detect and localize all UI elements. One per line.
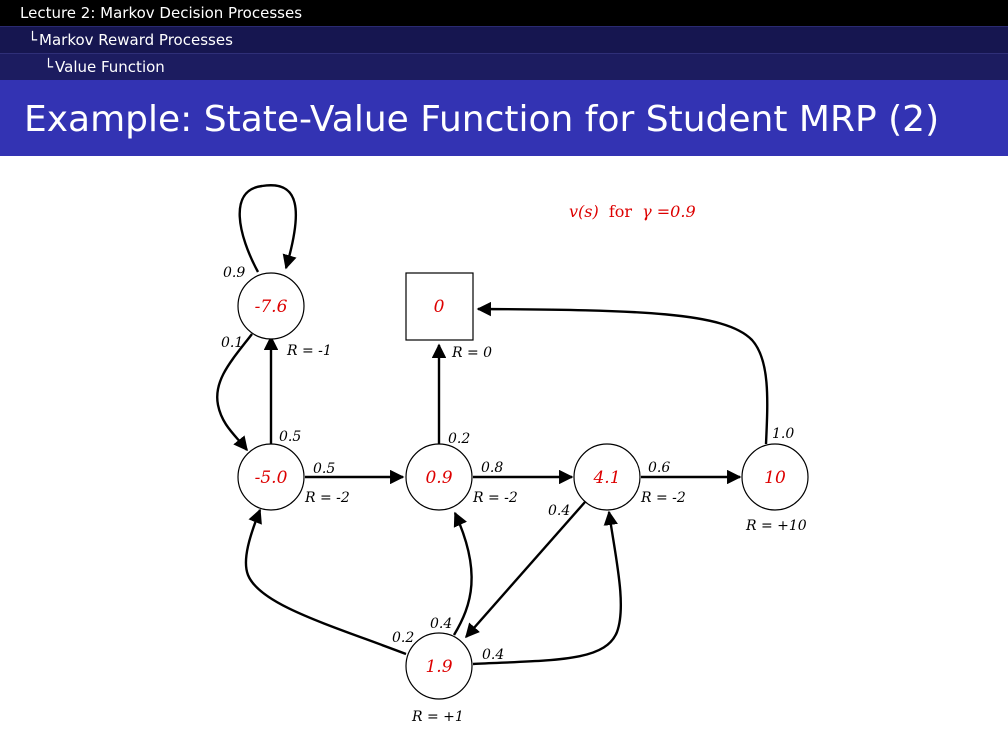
slide-title-bar: Example: State-Value Function for Studen… xyxy=(0,80,1008,156)
prob-middle-to-right: 0.8 xyxy=(481,460,503,476)
prob-top-self-loop: 0.9 xyxy=(223,265,245,281)
slide-title: Example: State-Value Function for Studen… xyxy=(24,99,940,140)
node-middle: 0.9 xyxy=(405,443,473,511)
reward-left: R = -2 xyxy=(304,490,350,506)
header-lecture-label: Lecture 2: Markov Decision Processes xyxy=(20,4,303,22)
reward-bottom: R = +1 xyxy=(411,709,464,725)
node-right-value: 4.1 xyxy=(592,468,620,488)
node-middle-value: 0.9 xyxy=(425,468,452,488)
edge-far-right-to-terminal xyxy=(476,301,769,445)
node-left: -5.0 xyxy=(237,443,305,511)
prob-bottom-to-middle: 0.4 xyxy=(430,616,452,632)
header-lecture: Lecture 2: Markov Decision Processes xyxy=(0,0,1008,26)
prob-right-to-far-right: 0.6 xyxy=(648,460,670,476)
node-bottom-value: 1.9 xyxy=(425,657,452,677)
legend-gamma: γ =0.9 xyxy=(642,202,696,221)
prob-middle-to-terminal: 0.2 xyxy=(448,431,470,447)
node-top: -7.6 xyxy=(237,272,305,340)
tree-branch-icon: └ xyxy=(28,31,38,49)
node-bottom: 1.9 xyxy=(405,632,473,700)
diagram-legend: v(s) for γ =0.9 xyxy=(569,202,696,221)
prob-far-right-to-terminal: 1.0 xyxy=(772,426,794,442)
edge-bottom-to-middle xyxy=(452,511,473,636)
reward-far-right: R = +10 xyxy=(745,518,807,534)
edge-bottom-to-right xyxy=(472,510,623,666)
reward-top: R = -1 xyxy=(286,343,332,359)
node-left-value: -5.0 xyxy=(255,468,288,488)
header-section: └Markov Reward Processes xyxy=(0,26,1008,53)
node-terminal-value: 0 xyxy=(434,297,445,317)
legend-v: v(s) xyxy=(569,202,599,221)
node-top-value: -7.6 xyxy=(255,297,288,317)
header-section-label: Markov Reward Processes xyxy=(39,31,233,49)
edge-bottom-to-left xyxy=(244,508,407,656)
prob-top-to-left: 0.1 xyxy=(221,335,243,351)
node-far-right-value: 10 xyxy=(764,468,786,488)
header-subsection: └Value Function xyxy=(0,53,1008,80)
node-terminal: 0 xyxy=(405,272,474,341)
prob-left-to-top: 0.5 xyxy=(279,429,301,445)
header-subsection-label: Value Function xyxy=(55,58,165,76)
tree-branch-icon: └ xyxy=(44,58,54,76)
node-far-right: 10 xyxy=(741,443,809,511)
reward-middle: R = -2 xyxy=(472,490,518,506)
prob-bottom-to-right: 0.4 xyxy=(482,647,504,663)
reward-terminal: R = 0 xyxy=(451,345,492,361)
prob-left-to-middle: 0.5 xyxy=(313,461,335,477)
prob-right-to-bottom: 0.4 xyxy=(548,503,570,519)
node-right: 4.1 xyxy=(573,443,641,511)
legend-for: for xyxy=(609,202,633,221)
edge-right-to-bottom xyxy=(465,501,586,639)
prob-bottom-to-left: 0.2 xyxy=(392,630,414,646)
edge-top-to-left xyxy=(215,333,253,452)
edge-top-self-loop xyxy=(238,184,297,273)
reward-right: R = -2 xyxy=(640,490,686,506)
